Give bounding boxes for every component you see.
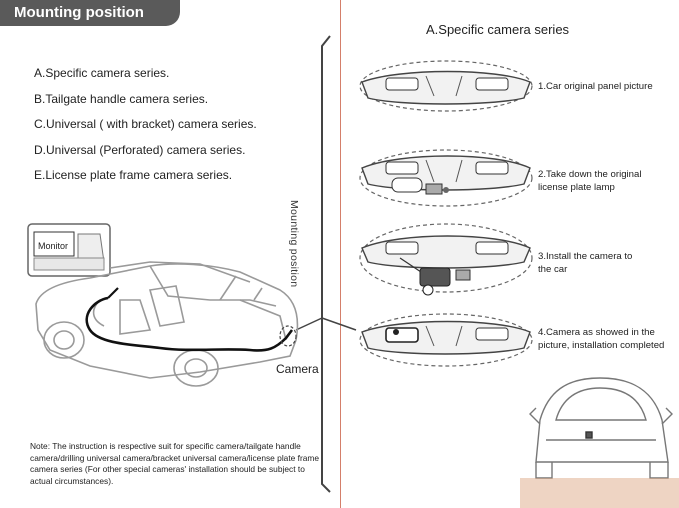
car-illustration bbox=[35, 261, 299, 387]
monitor-inset bbox=[27, 223, 111, 277]
series-item: D.Universal (Perforated) camera series. bbox=[34, 142, 246, 157]
header-title: Mounting position bbox=[14, 4, 144, 21]
series-item: E.License plate frame camera series. bbox=[34, 168, 233, 182]
mounting-position-label: Mounting position bbox=[288, 200, 300, 288]
wiring-to-monitor bbox=[107, 287, 119, 299]
step-4-label: 4.Camera as showed in the picture, insta… bbox=[538, 327, 665, 351]
ground bbox=[520, 478, 679, 508]
monitor-label: Monitor bbox=[38, 241, 69, 251]
series-item: C.Universal ( with bracket) camera serie… bbox=[34, 117, 257, 131]
rear-car-illustration bbox=[529, 377, 673, 479]
step-1-label: 1.Car original panel picture bbox=[538, 81, 653, 92]
step-3-label: 3.Install the camera to the car bbox=[538, 251, 633, 275]
step-2-label: 2.Take down the original license plate l… bbox=[538, 169, 642, 193]
panel-4 bbox=[359, 313, 533, 367]
camera-position-circle bbox=[279, 325, 297, 347]
panel-2 bbox=[359, 149, 533, 207]
bracket-pointer bbox=[295, 317, 323, 331]
series-item: A.Specific camera series. bbox=[34, 66, 170, 80]
panel-3 bbox=[359, 223, 533, 296]
center-divider bbox=[340, 0, 341, 508]
wiring-harness bbox=[85, 296, 294, 352]
bracket-pointer-right bbox=[321, 317, 357, 331]
bracket-line bbox=[321, 35, 331, 493]
right-title: A.Specific camera series bbox=[426, 22, 570, 37]
header-tab: Mounting position bbox=[0, 0, 180, 26]
note-text: Note: The instruction is respective suit… bbox=[30, 441, 320, 486]
series-item: B.Tailgate handle camera series. bbox=[34, 91, 209, 106]
camera-label: Camera bbox=[276, 362, 319, 376]
series-list: A.Specific camera series. B.Tailgate han… bbox=[34, 64, 257, 192]
panel-1 bbox=[359, 60, 533, 112]
